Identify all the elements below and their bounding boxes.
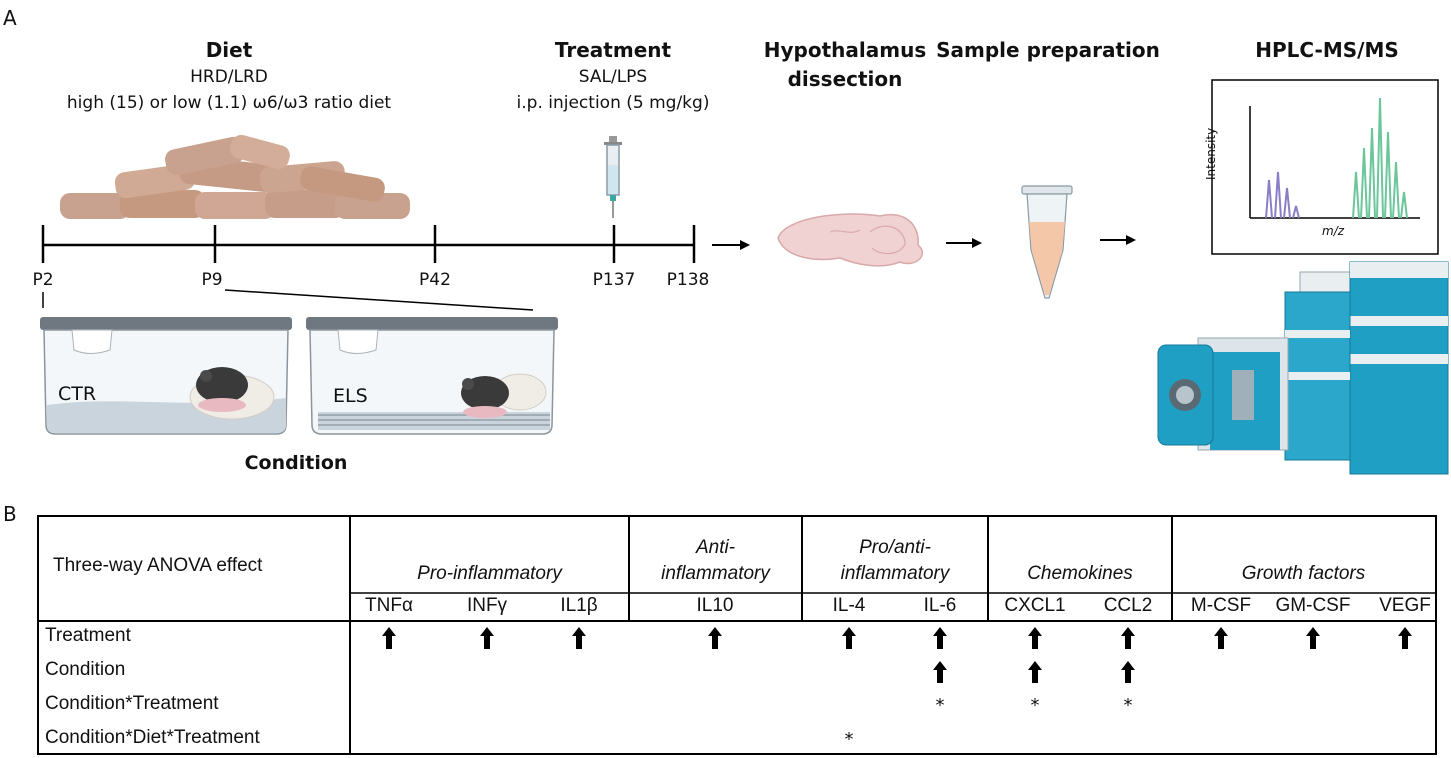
brain-illustration (777, 213, 924, 267)
increase-arrow-icon (480, 627, 494, 649)
syringe-icon (604, 136, 622, 218)
spectrum-xlabel: m/z (1322, 224, 1345, 238)
analyte-header: INFγ (466, 595, 508, 616)
sample-tube-icon (1021, 185, 1073, 299)
category-pro-anti-inflammatory-line2: inflammatory (840, 563, 950, 584)
increase-arrow-icon (1028, 627, 1042, 649)
analyte-header: VEGF (1379, 595, 1431, 616)
analyte-header: IL1β (560, 595, 598, 616)
panel-a-illustration (40, 79, 1449, 475)
interaction-asterisk: * (935, 695, 945, 716)
analyte-header: IL-4 (832, 595, 866, 616)
anova-effects-table: Three-way ANOVA effect Pro-inflammatory … (37, 515, 1437, 755)
tick-label-p138: P138 (666, 270, 710, 290)
category-anti-inflammatory-line2: inflammatory (661, 563, 770, 584)
tick-label-p137: P137 (592, 270, 636, 290)
analyte-header: CXCL1 (1004, 595, 1066, 616)
table-grid (39, 517, 1435, 753)
effect-row-label: Condition (45, 659, 126, 680)
analyte-header: GM-CSF (1275, 595, 1351, 616)
interaction-asterisk: * (1030, 695, 1040, 716)
diet-line1: HRD/LRD (190, 67, 268, 87)
interaction-asterisk: * (1123, 695, 1133, 716)
increase-arrow-icon (382, 627, 396, 649)
hplc-machine-illustration (1157, 261, 1449, 475)
hypothalamus-title-line2: dissection (787, 67, 903, 91)
increase-arrow-icon (933, 627, 947, 649)
analyte-header: M-CSF (1190, 595, 1252, 616)
category-chemokines: Chemokines (1027, 563, 1133, 584)
analyte-header: CCL2 (1103, 595, 1153, 616)
category-anti-inflammatory-line1: Anti- (695, 537, 736, 558)
analyte-header: IL-6 (923, 595, 957, 616)
treatment-line2: i.p. injection (5 mg/kg) (516, 93, 710, 113)
category-pro-inflammatory: Pro-inflammatory (417, 563, 562, 584)
diet-pellets-illustration (60, 134, 410, 219)
panel-letter-b: B (3, 502, 17, 526)
tick-label-p42: P42 (419, 270, 451, 290)
increase-arrow-icon (1306, 627, 1320, 649)
increase-arrow-icon (1398, 627, 1412, 649)
increase-arrow-icon (842, 627, 856, 649)
treatment-title: Treatment (554, 38, 672, 62)
increase-arrow-icon (1121, 627, 1135, 649)
flow-arrows (712, 235, 1136, 250)
tick-label-p2: P2 (32, 270, 54, 290)
hypothalamus-title-line1: Hypothalamus (763, 38, 927, 62)
ms-spectrum-plot (1211, 79, 1439, 255)
cage-label-ctr: CTR (58, 383, 97, 405)
diet-title: Diet (205, 38, 253, 62)
increase-arrow-icon (708, 627, 722, 649)
hplc-title: HPLC-MS/MS (1255, 38, 1399, 62)
category-growth-factors: Growth factors (1241, 563, 1366, 584)
cage-label-els: ELS (333, 385, 368, 407)
increase-arrow-icon (1028, 661, 1042, 683)
diet-line2: high (15) or low (1.1) ω6/ω3 ratio diet (66, 93, 392, 113)
category-pro-anti-inflammatory-line1: Pro/anti- (859, 537, 931, 558)
effect-row-label: Treatment (45, 625, 131, 646)
ctr-cage-illustration (40, 317, 292, 435)
effect-row-label: Condition*Treatment (45, 693, 219, 714)
effect-row-label: Condition*Diet*Treatment (45, 727, 260, 748)
increase-arrow-icon (1214, 627, 1228, 649)
increase-arrow-icon (933, 661, 947, 683)
panel-letter-a: A (3, 6, 17, 30)
condition-caption: Condition (244, 452, 348, 474)
increase-arrow-icon (572, 627, 586, 649)
treatment-line1: SAL/LPS (578, 67, 648, 87)
interaction-asterisk: * (844, 729, 854, 750)
effect-header: Three-way ANOVA effect (53, 555, 263, 576)
increase-arrow-icon (1121, 661, 1135, 683)
timeline (41, 225, 696, 311)
spectrum-ylabel: Intensity (1204, 127, 1218, 180)
els-cage-illustration (306, 317, 558, 435)
analyte-header: TNFα (365, 595, 413, 616)
analyte-header: IL10 (696, 595, 734, 616)
tick-label-p9: P9 (201, 270, 223, 290)
sample-prep-title: Sample preparation (936, 38, 1160, 62)
